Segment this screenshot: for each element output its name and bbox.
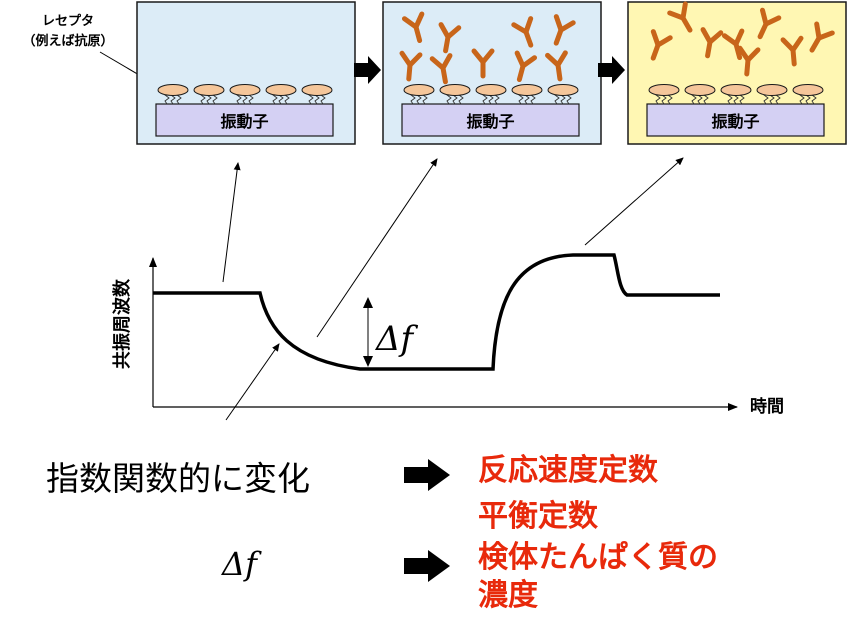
panel-2: 振動子 bbox=[382, 1, 602, 145]
receptor-icon bbox=[511, 84, 543, 96]
antibody-icon bbox=[700, 27, 724, 59]
receptor-icon bbox=[439, 84, 471, 96]
receptor-icon bbox=[684, 84, 716, 96]
antibody-icon bbox=[667, 1, 693, 33]
panel-arrow-2 bbox=[598, 56, 625, 84]
pointer-exponential bbox=[225, 343, 280, 421]
antibody-icon bbox=[545, 50, 568, 82]
panel-arrow-1 bbox=[354, 56, 381, 84]
receptor-icon bbox=[265, 84, 297, 96]
antibody-icon bbox=[780, 35, 804, 67]
receptor-label-line1: レセプタ bbox=[42, 14, 94, 29]
antibody-icon bbox=[429, 53, 453, 85]
receptor-label-line2: （例えば抗原） bbox=[22, 33, 113, 49]
note-rate-constant: 反応速度定数 bbox=[478, 453, 659, 488]
antibody-icon bbox=[757, 7, 782, 40]
receptor-icon bbox=[720, 84, 752, 96]
resonator-label: 振動子 bbox=[711, 112, 759, 131]
resonator-label: 振動子 bbox=[220, 112, 268, 131]
receptor-icon bbox=[648, 84, 680, 96]
receptor-icon bbox=[157, 84, 189, 96]
antibody-icon bbox=[438, 22, 462, 54]
antibody-icon bbox=[471, 48, 495, 79]
resonator-label: 振動子 bbox=[466, 112, 514, 131]
receptor-icon bbox=[756, 84, 788, 96]
receptor-icon bbox=[475, 84, 507, 96]
receptor-icon bbox=[193, 84, 225, 96]
note-protein-concentration: 検体たんぱく質の bbox=[478, 540, 718, 575]
panel-3: 振動子 bbox=[627, 1, 847, 145]
receptor-icon bbox=[301, 84, 333, 96]
antibody-icon bbox=[401, 11, 425, 44]
note-concentration: 濃度 bbox=[478, 578, 538, 613]
delta-f-arrow-down bbox=[363, 356, 373, 367]
frequency-curve bbox=[153, 253, 720, 371]
pointer-to-panel-3 bbox=[584, 157, 684, 246]
resonator-block bbox=[155, 103, 334, 137]
note-equilibrium-constant: 平衡定数 bbox=[478, 499, 599, 534]
pointer-to-panel-2 bbox=[316, 158, 438, 338]
delta-f-label: Δf bbox=[374, 319, 419, 359]
receptor-icon bbox=[792, 84, 824, 96]
antibody-icon bbox=[553, 14, 576, 46]
delta-f-arrow-up bbox=[363, 297, 373, 308]
note-exponential-text: 指数関数的に変化 bbox=[46, 459, 310, 498]
receptor-icon bbox=[547, 84, 579, 96]
receptor-icon bbox=[403, 84, 435, 96]
resonator-block bbox=[401, 103, 580, 137]
panels-group: 振動子 振動子 振動子 bbox=[136, 1, 847, 145]
receptor-icon bbox=[229, 84, 261, 96]
antibody-icon bbox=[514, 50, 538, 83]
antibody-icon bbox=[737, 45, 761, 77]
note-arrow-2 bbox=[404, 550, 450, 582]
note-delta-f-text: Δf bbox=[220, 545, 262, 583]
x-axis-label: 時間 bbox=[750, 396, 784, 417]
y-axis-label: 共振周波数 bbox=[111, 278, 133, 369]
note-arrow-1 bbox=[404, 459, 450, 491]
antibody-icon bbox=[650, 29, 673, 61]
antibody-icon bbox=[511, 16, 534, 48]
panel-1: 振動子 bbox=[136, 1, 356, 145]
antibody-icon bbox=[721, 28, 745, 61]
pointer-to-panel-1 bbox=[222, 162, 241, 283]
antibody-icon bbox=[399, 50, 423, 82]
antibody-icon bbox=[809, 21, 835, 53]
